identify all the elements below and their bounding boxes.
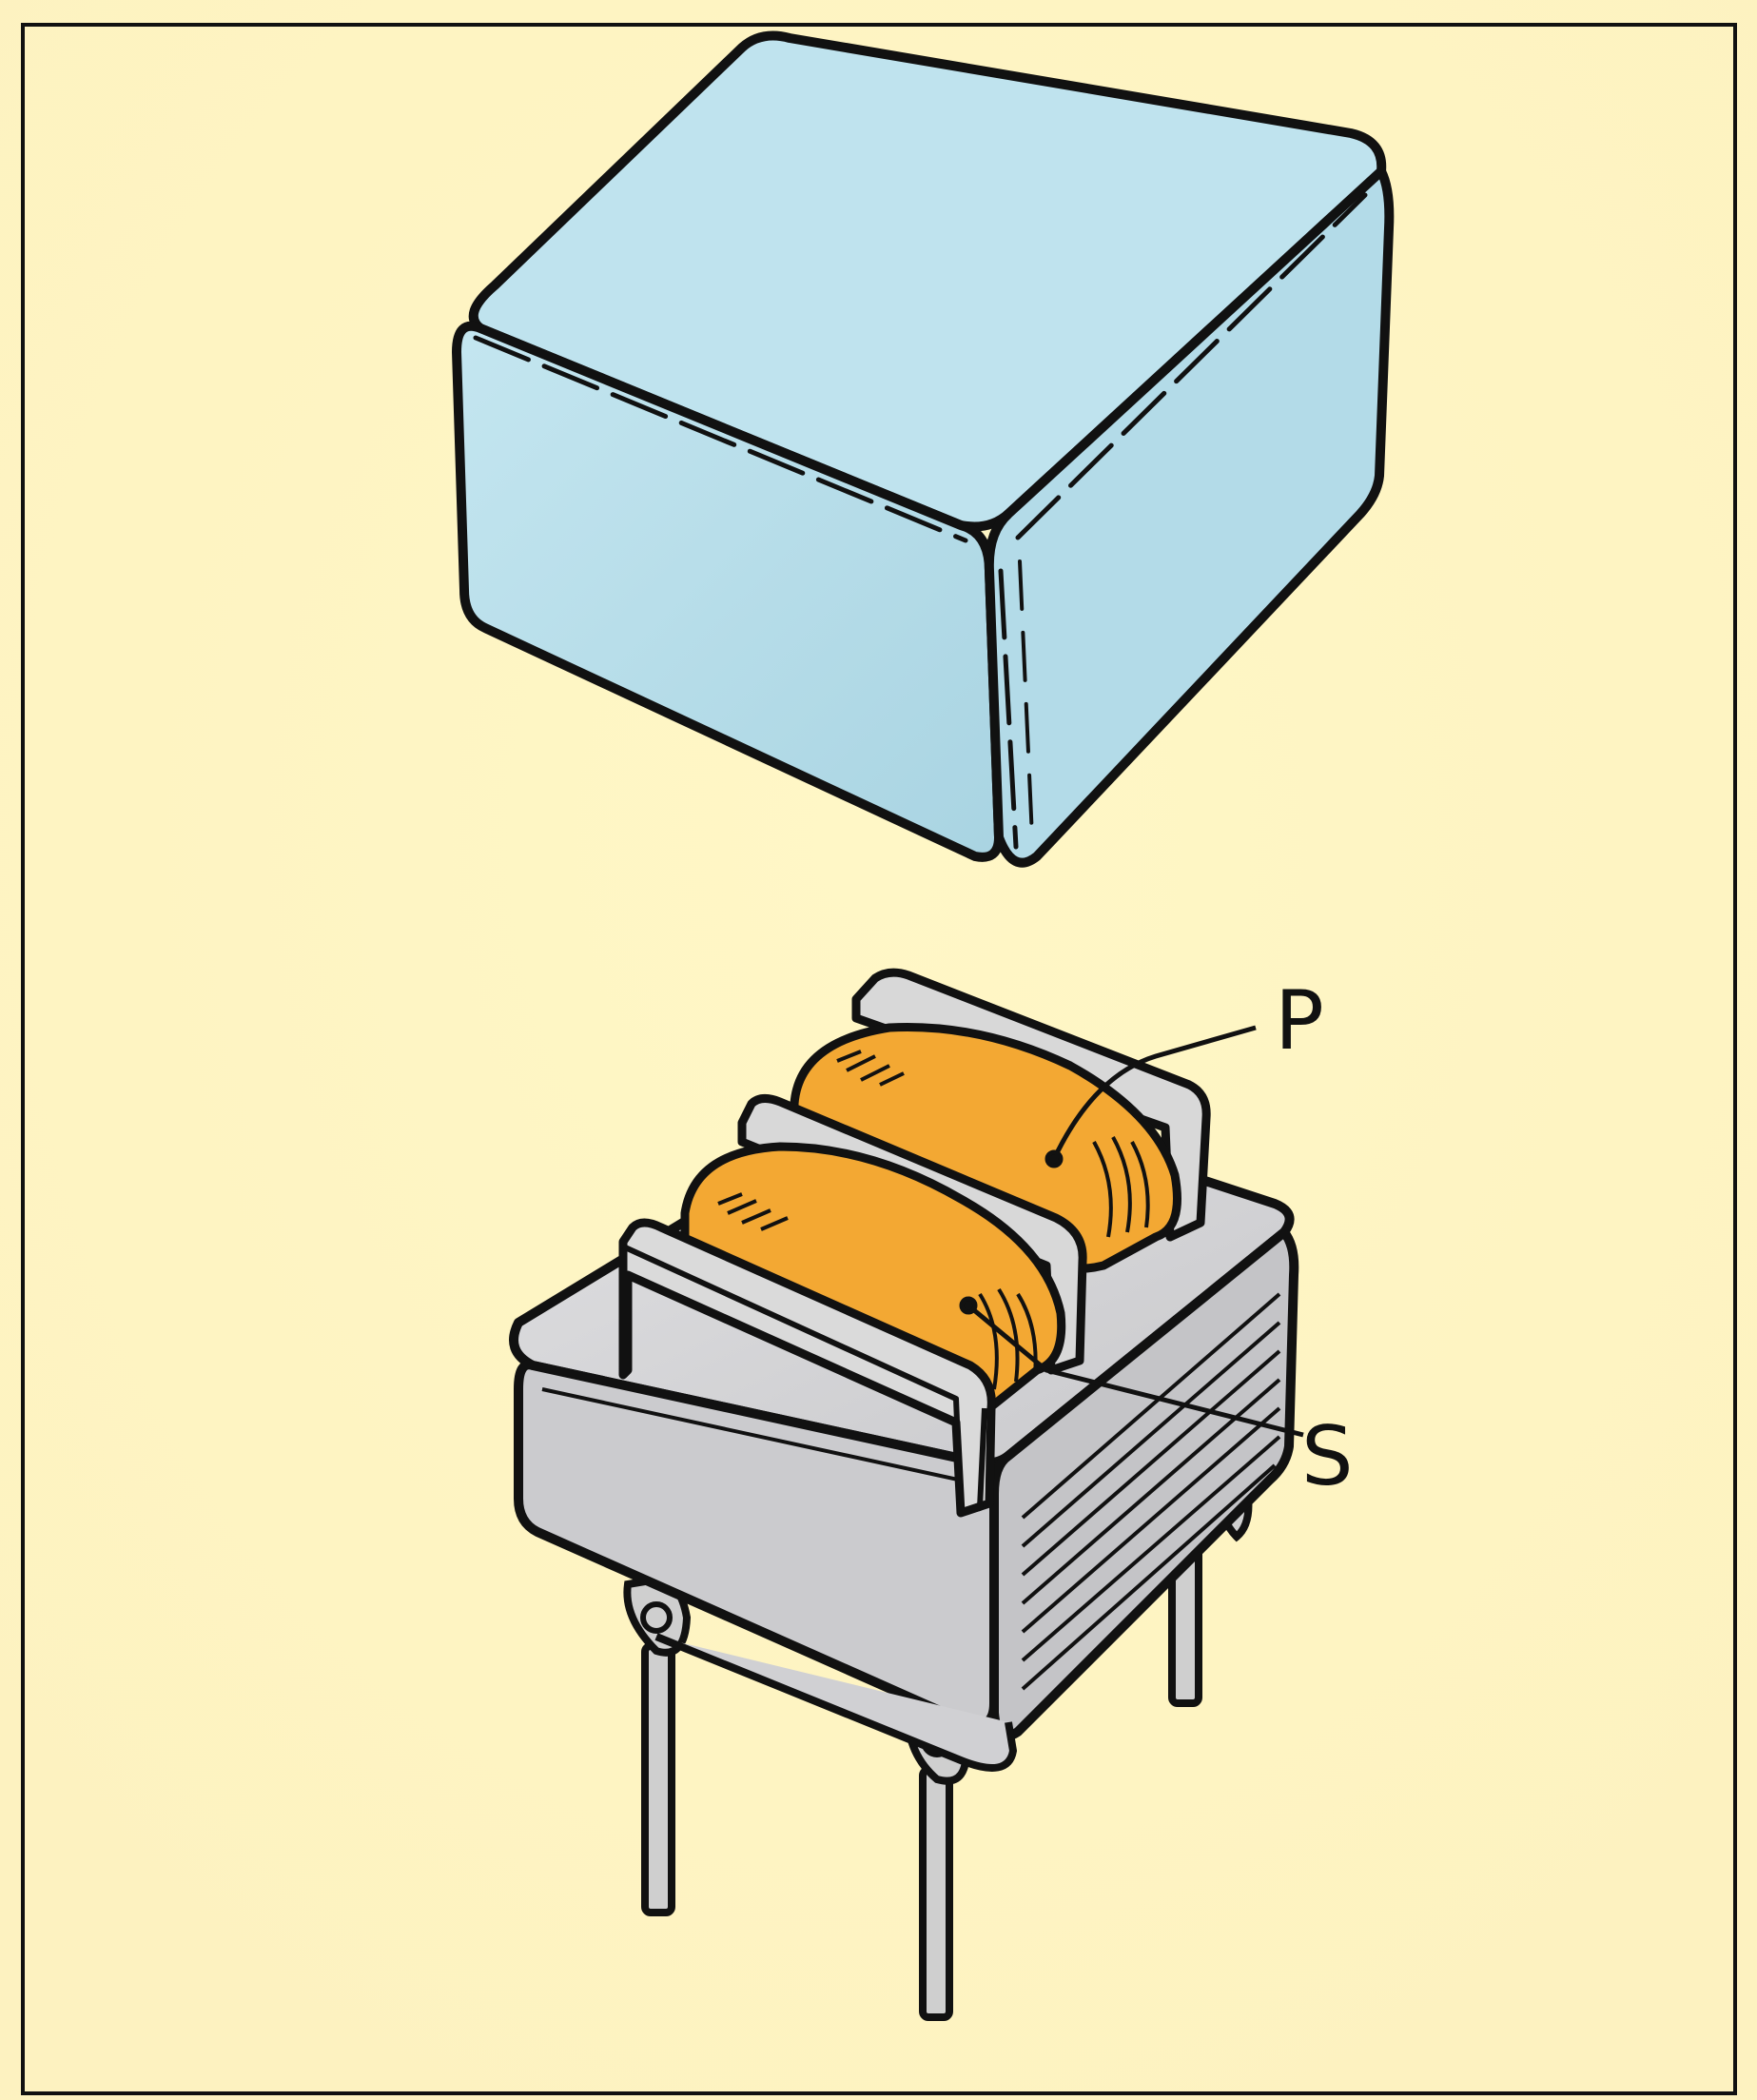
primary-leader-dot (1047, 1152, 1061, 1166)
secondary-label: S (1301, 1409, 1354, 1504)
pin-front-left (645, 1646, 672, 1913)
primary-label: P (1275, 973, 1324, 1069)
pin-front-right (923, 1770, 949, 2017)
secondary-leader-dot (962, 1299, 975, 1312)
